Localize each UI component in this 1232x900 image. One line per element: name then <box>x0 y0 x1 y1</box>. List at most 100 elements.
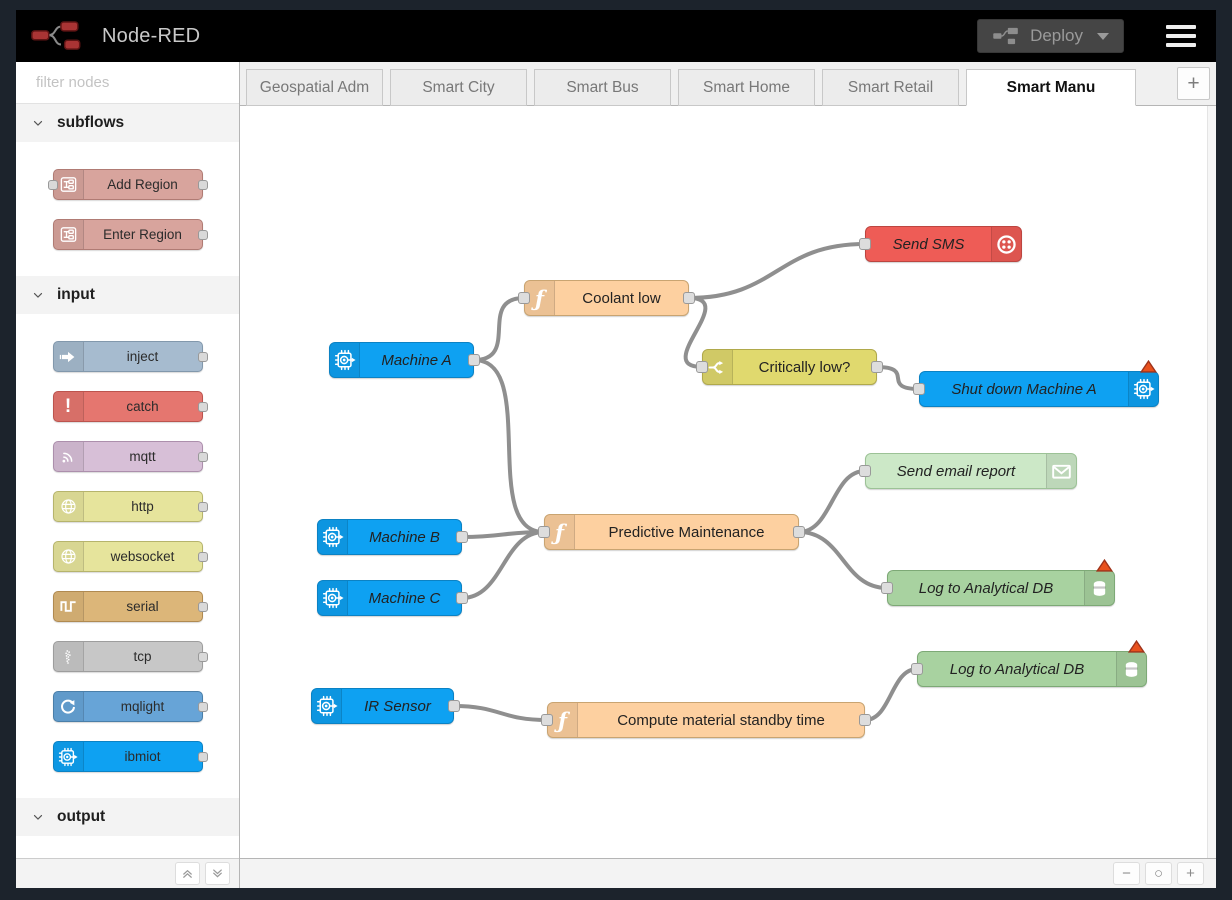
wire[interactable] <box>863 667 919 722</box>
flow-node-machine-b[interactable]: Machine B <box>317 519 468 555</box>
palette-node-http[interactable]: http <box>52 491 208 522</box>
output-port[interactable] <box>468 354 480 366</box>
input-port[interactable] <box>696 361 708 373</box>
chevron-down-icon <box>31 810 45 824</box>
category-header-output[interactable]: output <box>16 798 239 836</box>
palette-node-label: websocket <box>110 549 175 564</box>
menu-button[interactable] <box>1160 21 1202 51</box>
filter-nodes-input[interactable] <box>36 74 235 91</box>
output-port[interactable] <box>197 601 208 612</box>
wire[interactable] <box>683 296 708 369</box>
wire[interactable] <box>875 365 921 391</box>
node-label: Machine C <box>368 589 441 607</box>
output-port[interactable] <box>456 531 468 543</box>
header-bar: Node-RED Deploy <box>16 10 1216 62</box>
wire[interactable] <box>472 358 546 534</box>
palette-node-label: http <box>131 499 154 514</box>
app-logo: Node-RED <box>30 19 200 53</box>
output-port[interactable] <box>197 401 208 412</box>
input-port[interactable] <box>911 663 923 675</box>
output-port[interactable] <box>859 714 871 726</box>
output-port[interactable] <box>197 351 208 362</box>
output-port[interactable] <box>197 229 208 240</box>
flow-node-machine-a[interactable]: Machine A <box>329 342 480 378</box>
output-port[interactable] <box>197 179 208 190</box>
canvas-vertical-scrollbar[interactable] <box>1207 106 1216 858</box>
flow-node-compute-material-standby-time[interactable]: ƒ Compute material standby time <box>541 702 871 738</box>
palette-node-serial[interactable]: serial <box>52 591 208 622</box>
deploy-node-icon <box>992 26 1020 46</box>
input-port[interactable] <box>881 582 893 594</box>
envelope-icon <box>1046 454 1076 488</box>
output-port[interactable] <box>197 701 208 712</box>
category-header-input[interactable]: input <box>16 276 239 314</box>
tab-smart-home[interactable]: Smart Home <box>678 69 815 106</box>
tab-geospatial-adm[interactable]: Geospatial Adm <box>246 69 383 106</box>
output-port[interactable] <box>456 592 468 604</box>
wire[interactable] <box>472 296 526 362</box>
output-port[interactable] <box>197 501 208 512</box>
input-port[interactable] <box>518 292 530 304</box>
flow-node-log-analytical-db-2[interactable]: Log to Analytical DB <box>911 651 1147 687</box>
output-port[interactable] <box>871 361 883 373</box>
palette-node-tcp[interactable]: tcp <box>52 641 208 672</box>
zoom-reset-button[interactable]: ○ <box>1145 862 1172 885</box>
node-label: Critically low? <box>758 358 851 376</box>
flow-node-coolant-low[interactable]: ƒ Coolant low <box>518 280 695 316</box>
input-port[interactable] <box>538 526 550 538</box>
flow-node-log-analytical-db-1[interactable]: Log to Analytical DB <box>881 570 1115 606</box>
deploy-caret-icon[interactable] <box>1097 32 1109 40</box>
tab-smart-retail[interactable]: Smart Retail <box>822 69 959 106</box>
palette-node-mqtt[interactable]: mqtt <box>52 441 208 472</box>
output-port[interactable] <box>448 700 460 712</box>
flow-node-send-email-report[interactable]: Send email report <box>859 453 1077 489</box>
wire[interactable] <box>797 469 867 534</box>
wire[interactable] <box>797 530 889 590</box>
output-port[interactable] <box>197 651 208 662</box>
tab-smart-bus[interactable]: Smart Bus <box>534 69 671 106</box>
input-port[interactable] <box>47 179 58 190</box>
category-label: subflows <box>57 114 125 131</box>
warning-triangle-icon <box>1140 360 1157 373</box>
wire[interactable] <box>452 704 549 722</box>
tab-smart-city[interactable]: Smart City <box>390 69 527 106</box>
tab-smart-manu[interactable]: Smart Manu <box>966 69 1136 106</box>
double-chevron-down-icon <box>210 866 225 881</box>
wire[interactable] <box>460 530 546 600</box>
flow-canvas[interactable]: Machine A ƒ Coolant low Send SMS <box>240 106 1216 858</box>
output-port[interactable] <box>197 451 208 462</box>
output-port[interactable] <box>683 292 695 304</box>
palette-node-inject[interactable]: inject <box>52 341 208 372</box>
flow-node-ir-sensor[interactable]: IR Sensor <box>311 688 460 724</box>
input-port[interactable] <box>859 238 871 250</box>
add-flow-button[interactable]: + <box>1177 67 1210 100</box>
input-port[interactable] <box>913 383 925 395</box>
palette-node-add-region[interactable]: Add Region <box>47 169 208 200</box>
input-port[interactable] <box>859 465 871 477</box>
palette-node-catch[interactable]: ! catch <box>52 391 208 422</box>
flow-node-predictive-maintenance[interactable]: ƒ Predictive Maintenance <box>538 514 805 550</box>
palette-node-label: tcp <box>133 649 152 664</box>
exclamation-icon: ! <box>53 392 84 421</box>
node-label: Send SMS <box>892 235 965 253</box>
output-port[interactable] <box>197 551 208 562</box>
palette-node-websocket[interactable]: websocket <box>52 541 208 572</box>
expand-all-button[interactable] <box>205 862 230 885</box>
palette-node-mqlight[interactable]: mqlight <box>52 691 208 722</box>
zoom-in-button[interactable]: + <box>1177 862 1204 885</box>
input-port[interactable] <box>541 714 553 726</box>
flow-node-machine-c[interactable]: Machine C <box>317 580 468 616</box>
category-label: output <box>57 808 106 825</box>
palette-node-ibmiot[interactable]: ibmiot <box>52 741 208 772</box>
output-port[interactable] <box>793 526 805 538</box>
flow-node-critically-low[interactable]: Critically low? <box>696 349 883 385</box>
wire[interactable] <box>687 242 867 300</box>
output-port[interactable] <box>197 751 208 762</box>
flow-node-shut-down-machine-a[interactable]: Shut down Machine A <box>913 371 1159 407</box>
collapse-all-button[interactable] <box>175 862 200 885</box>
deploy-button[interactable]: Deploy <box>977 19 1124 53</box>
palette-node-enter-region[interactable]: Enter Region <box>52 219 208 250</box>
flow-node-send-sms[interactable]: Send SMS <box>859 226 1022 262</box>
zoom-out-button[interactable]: − <box>1113 862 1140 885</box>
category-header-subflows[interactable]: subflows <box>16 104 239 142</box>
